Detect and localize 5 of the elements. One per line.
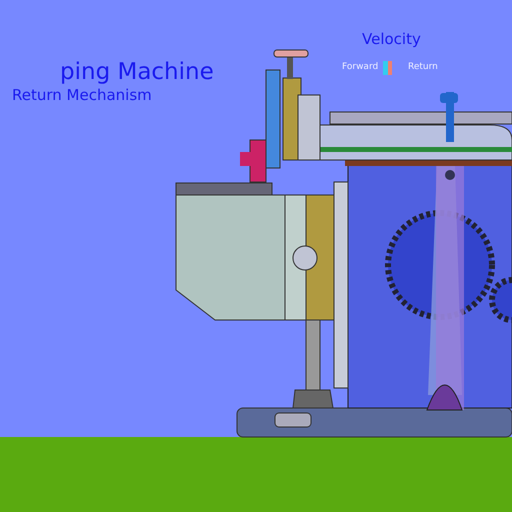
legend-label: Forward — [342, 62, 378, 72]
chart-heading: Velocity — [362, 30, 421, 48]
subtitle: Return Mechanism — [12, 86, 152, 104]
legend-label: Return — [408, 62, 438, 72]
title: ping Machine — [60, 59, 214, 85]
